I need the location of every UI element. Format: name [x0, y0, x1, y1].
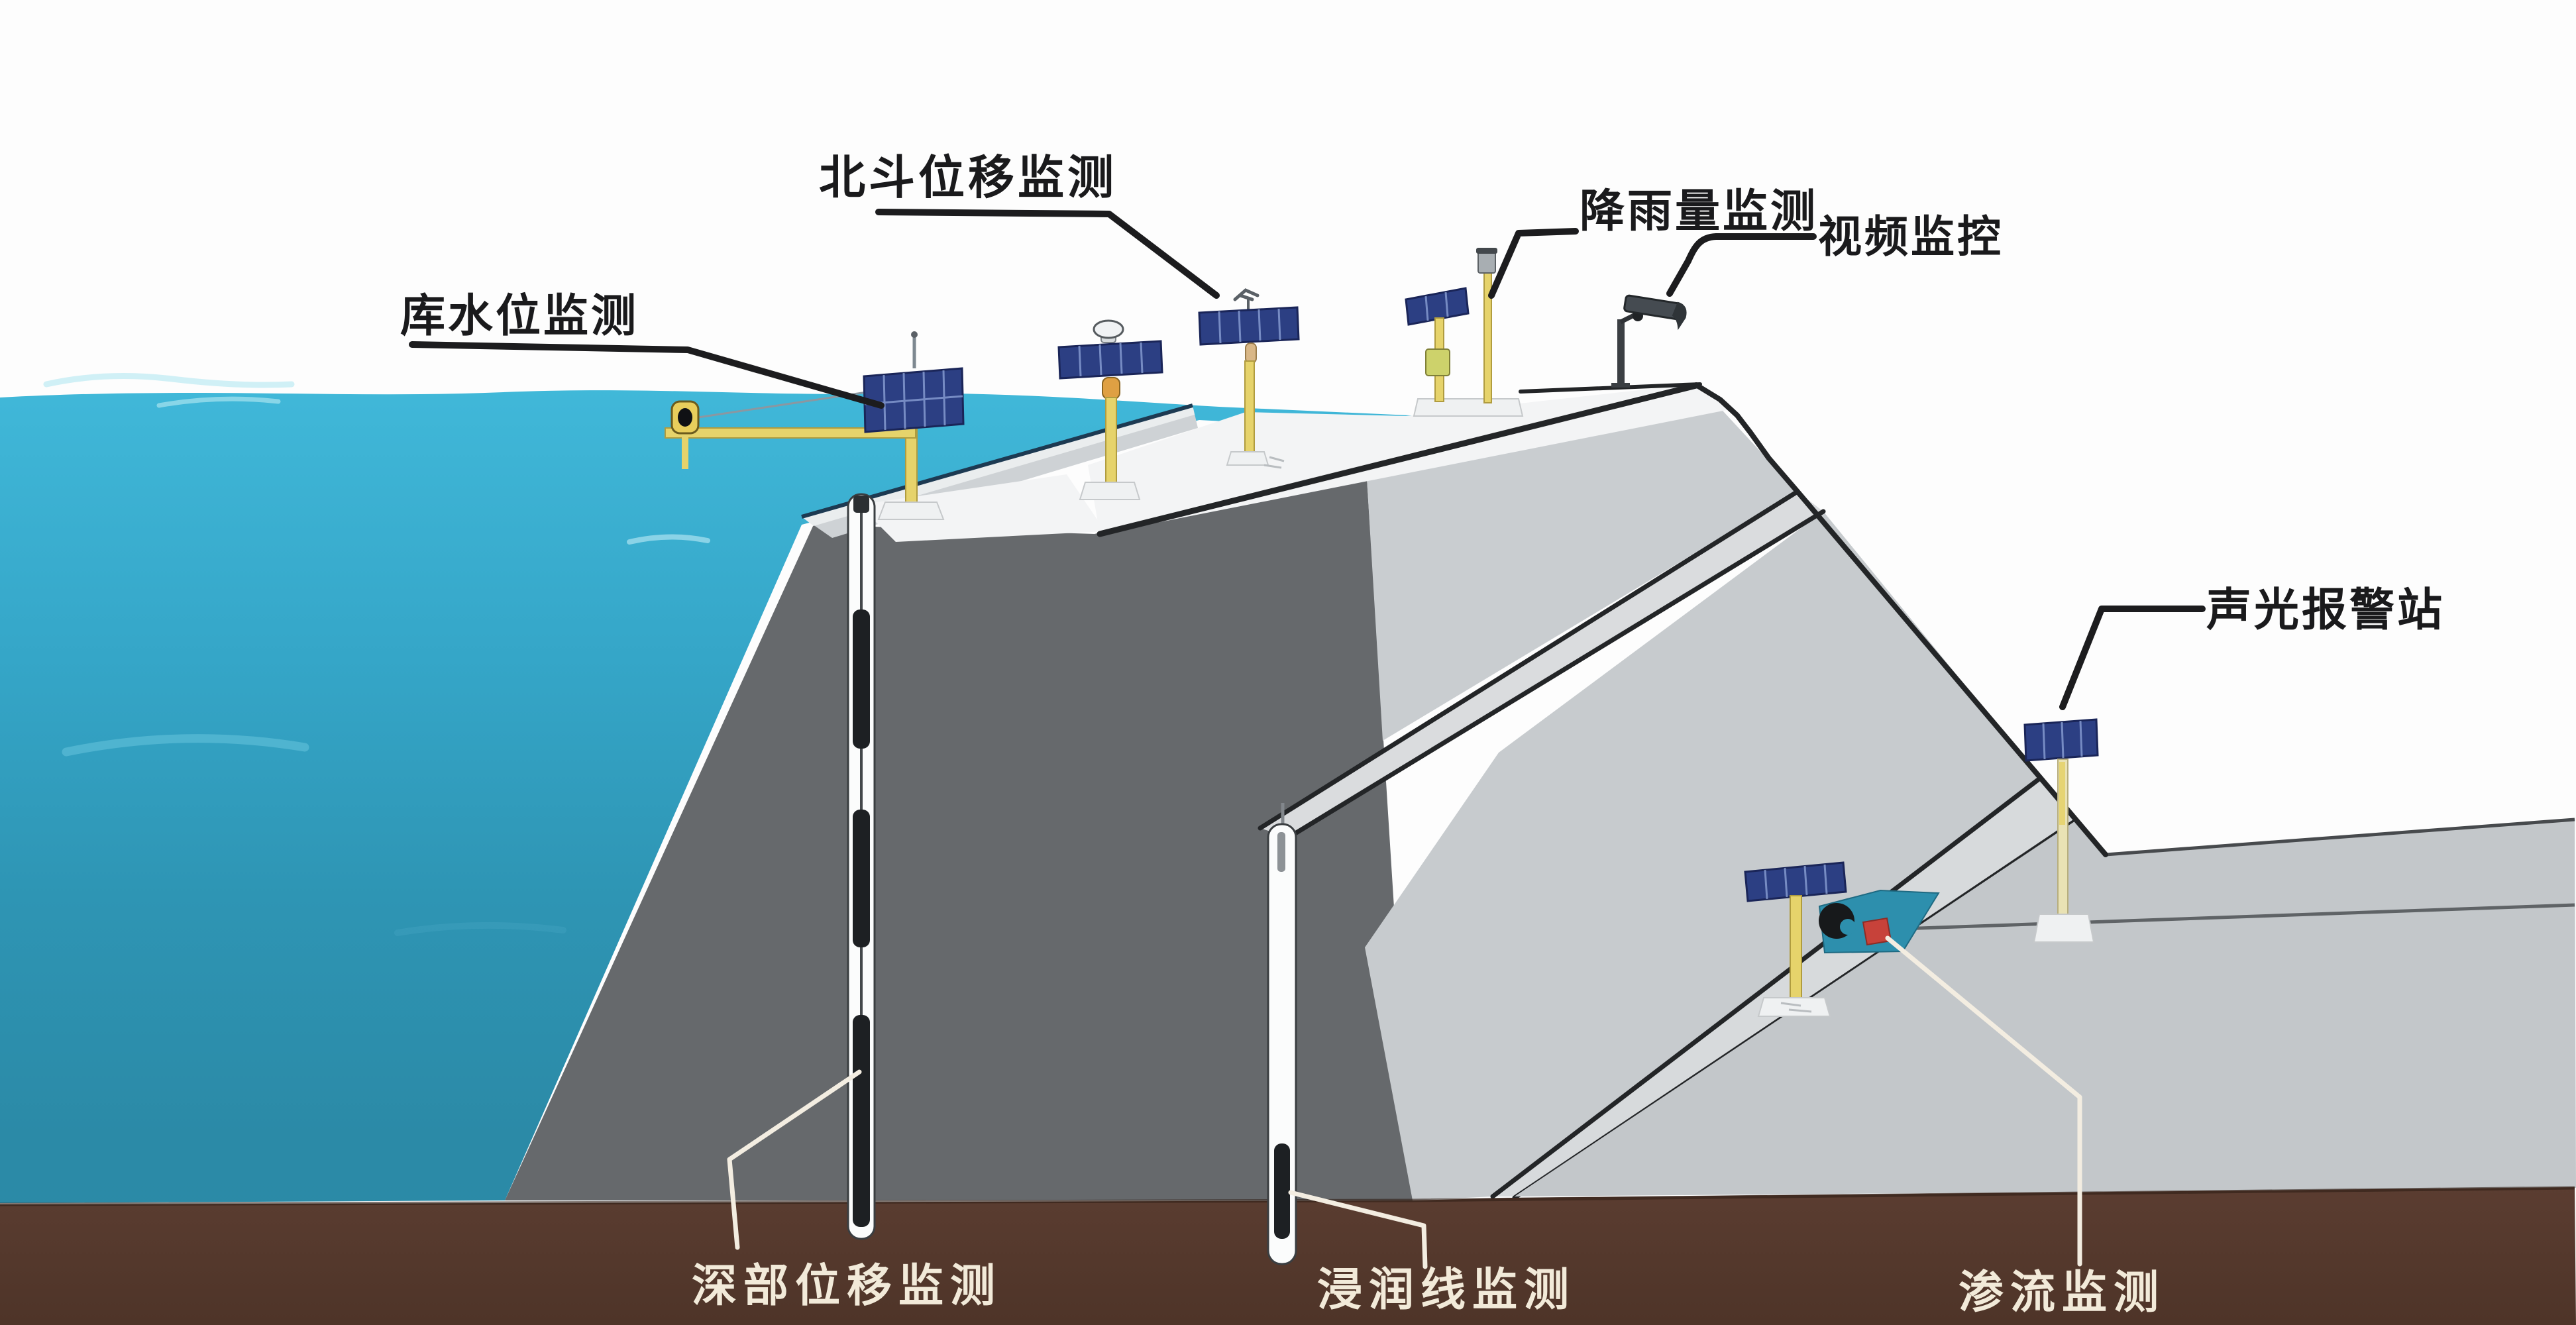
downstream-face-2: [1365, 511, 2041, 1200]
beidou-station-icon: [1198, 288, 1300, 469]
leader-deep-displacement: [727, 1069, 862, 1250]
dam-core: [505, 468, 1413, 1200]
leader-rainfall: [1488, 228, 1579, 299]
piezometer-tube-icon: [1267, 803, 1297, 1265]
leader-alarm: [2059, 606, 2206, 710]
beidou-antenna-icon: [1233, 288, 1260, 301]
label-rainfall: 降雨量监测: [1580, 186, 1818, 238]
leader-seepage: [1885, 935, 2082, 1267]
solar-panel-icon: [1744, 861, 1847, 902]
label-alarm-station: 声光报警站: [2206, 584, 2445, 637]
gnss-antenna-icon: [1093, 319, 1124, 339]
solar-panel-icon: [863, 367, 965, 433]
berm-1: [1258, 489, 1826, 840]
solar-panel-icon: [1405, 287, 1470, 326]
seepage-monitor-icon: [1818, 889, 1940, 954]
water-level-station-icon: [665, 331, 965, 520]
inclinometer-icon: [847, 493, 876, 1240]
solar-panel-icon: [2023, 718, 2099, 762]
solar-panel-icon: [1057, 340, 1163, 380]
gnss-dome-station-icon: [1057, 319, 1163, 500]
label-beidou: 北斗位移监测: [819, 150, 1117, 205]
leader-beidou: [875, 209, 1220, 299]
alert-box-icon: [1862, 917, 1892, 946]
label-video: 视频监控: [1818, 211, 2004, 262]
label-seepage: 渗流监测: [1959, 1267, 2165, 1319]
leader-reservoir-level: [409, 341, 885, 409]
seepage-station-icon: [1744, 861, 1940, 1017]
downstream-face-1: [1366, 385, 1798, 741]
label-reservoir-level: 库水位监测: [400, 290, 639, 343]
leader-phreatic: [1288, 1190, 1428, 1269]
solar-panel-icon: [1198, 306, 1300, 346]
label-deep-displacement: 深部位移监测: [692, 1260, 1002, 1312]
alarm-station-icon: [2023, 718, 2099, 943]
cctv-camera-icon: [1611, 294, 1687, 388]
label-phreatic-line: 浸润线监测: [1317, 1264, 1576, 1316]
reservoir-water: [0, 373, 1424, 1203]
rainfall-station-icon: [1405, 248, 1524, 417]
rain-gauge-icon: [1477, 251, 1496, 274]
leader-video: [1666, 233, 1817, 297]
seepage-wire: [1900, 903, 2575, 931]
